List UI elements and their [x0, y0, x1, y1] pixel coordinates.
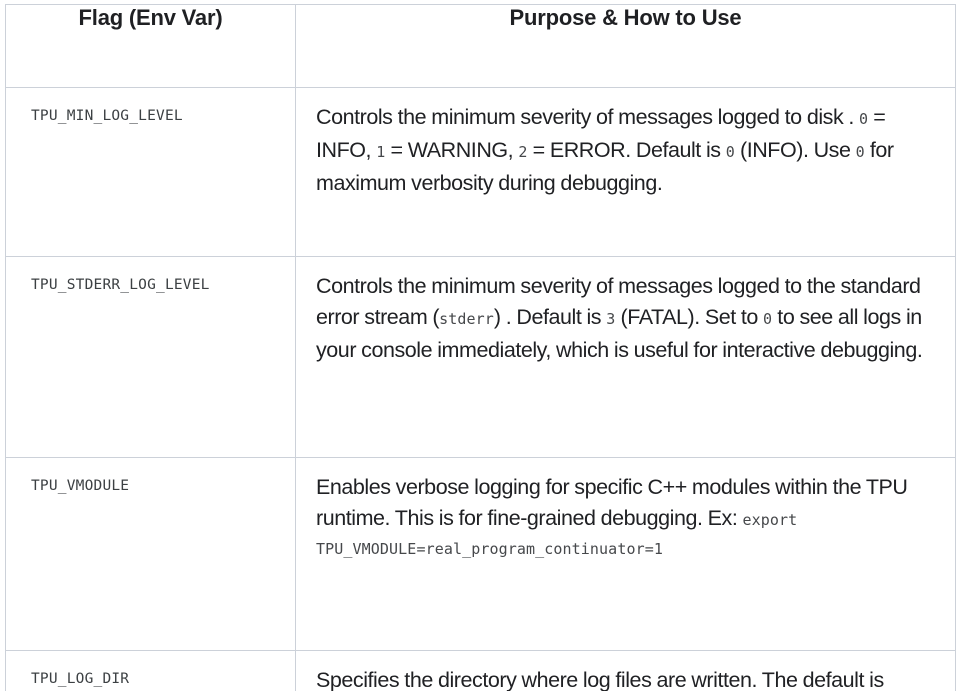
- inline-code: 3: [606, 310, 616, 328]
- column-header-purpose: Purpose & How to Use: [295, 4, 956, 88]
- purpose-text-fragment: Enables verbose logging for specific C++…: [316, 475, 908, 530]
- cell-flag-name: TPU_LOG_DIR: [5, 650, 296, 691]
- table-row: TPU_MIN_LOG_LEVEL Controls the minimum se…: [5, 87, 956, 257]
- inline-code: 0: [855, 143, 865, 161]
- purpose-text-fragment: Controls the minimum severity of message…: [316, 105, 860, 129]
- purpose-paragraph: Controls the minimum severity of message…: [316, 102, 941, 199]
- flag-env-var-text: TPU_MIN_LOG_LEVEL: [31, 108, 183, 124]
- inline-code: stderr: [439, 310, 494, 328]
- flag-env-var-text: TPU_VMODULE: [31, 478, 130, 494]
- column-header-flag: Flag (Env Var): [5, 4, 296, 88]
- purpose-text-fragment: ) . Default is: [493, 305, 607, 329]
- inline-code: 0: [859, 110, 869, 128]
- inline-code: 0: [763, 310, 773, 328]
- purpose-text-fragment: = ERROR. Default is: [527, 138, 726, 162]
- flag-env-var-text: TPU_STDERR_LOG_LEVEL: [31, 277, 210, 293]
- table-row: TPU_STDERR_LOG_LEVEL Controls the minimum…: [5, 256, 956, 458]
- cell-purpose-description: Controls the minimum severity of message…: [295, 87, 956, 257]
- table-row: TPU_LOG_DIR Specifies the directory where…: [5, 650, 956, 691]
- cell-flag-name: TPU_MIN_LOG_LEVEL: [5, 87, 296, 257]
- table-body: TPU_MIN_LOG_LEVEL Controls the minimum se…: [5, 87, 956, 691]
- purpose-text-fragment: = WARNING,: [385, 138, 519, 162]
- purpose-paragraph: Enables verbose logging for specific C++…: [316, 472, 941, 561]
- inline-code: 0: [725, 143, 735, 161]
- purpose-text-fragment: = INFO,: [316, 105, 886, 162]
- purpose-text-fragment: (INFO). Use: [734, 138, 856, 162]
- table-header-row: Flag (Env Var) Purpose & How to Use: [5, 4, 956, 88]
- cell-purpose-description: Enables verbose logging for specific C++…: [295, 457, 956, 651]
- purpose-text-fragment: to see all logs in your console immediat…: [316, 305, 923, 362]
- flag-env-var-text: TPU_LOG_DIR: [31, 671, 130, 687]
- cell-flag-name: TPU_VMODULE: [5, 457, 296, 651]
- inline-code: 2: [518, 143, 528, 161]
- cell-purpose-description: Specifies the directory where log files …: [295, 650, 956, 691]
- column-header-flag-label: Flag (Env Var): [78, 5, 223, 30]
- purpose-text-fragment: for maximum verbosity during debugging.: [316, 138, 894, 195]
- code-block: TPU_VMODULE=real_program_continuator=1: [316, 540, 663, 558]
- table-row: TPU_VMODULE Enables verbose logging for s…: [5, 457, 956, 651]
- table-header: Flag (Env Var) Purpose & How to Use: [5, 4, 956, 88]
- purpose-text-fragment: Controls the minimum severity of message…: [316, 274, 921, 329]
- inline-code: export: [742, 511, 798, 529]
- inline-code: 1: [376, 143, 386, 161]
- purpose-paragraph: Specifies the directory where log files …: [316, 665, 941, 691]
- tpu-logging-flags-table: Flag (Env Var) Purpose & How to Use TPU_…: [5, 4, 956, 691]
- column-header-purpose-label: Purpose & How to Use: [509, 5, 742, 30]
- purpose-text-fragment: (FATAL). Set to: [615, 305, 764, 329]
- purpose-text-fragment: Specifies the directory where log files …: [316, 668, 884, 691]
- purpose-paragraph: Controls the minimum severity of message…: [316, 271, 941, 366]
- cell-flag-name: TPU_STDERR_LOG_LEVEL: [5, 256, 296, 458]
- cell-purpose-description: Controls the minimum severity of message…: [295, 256, 956, 458]
